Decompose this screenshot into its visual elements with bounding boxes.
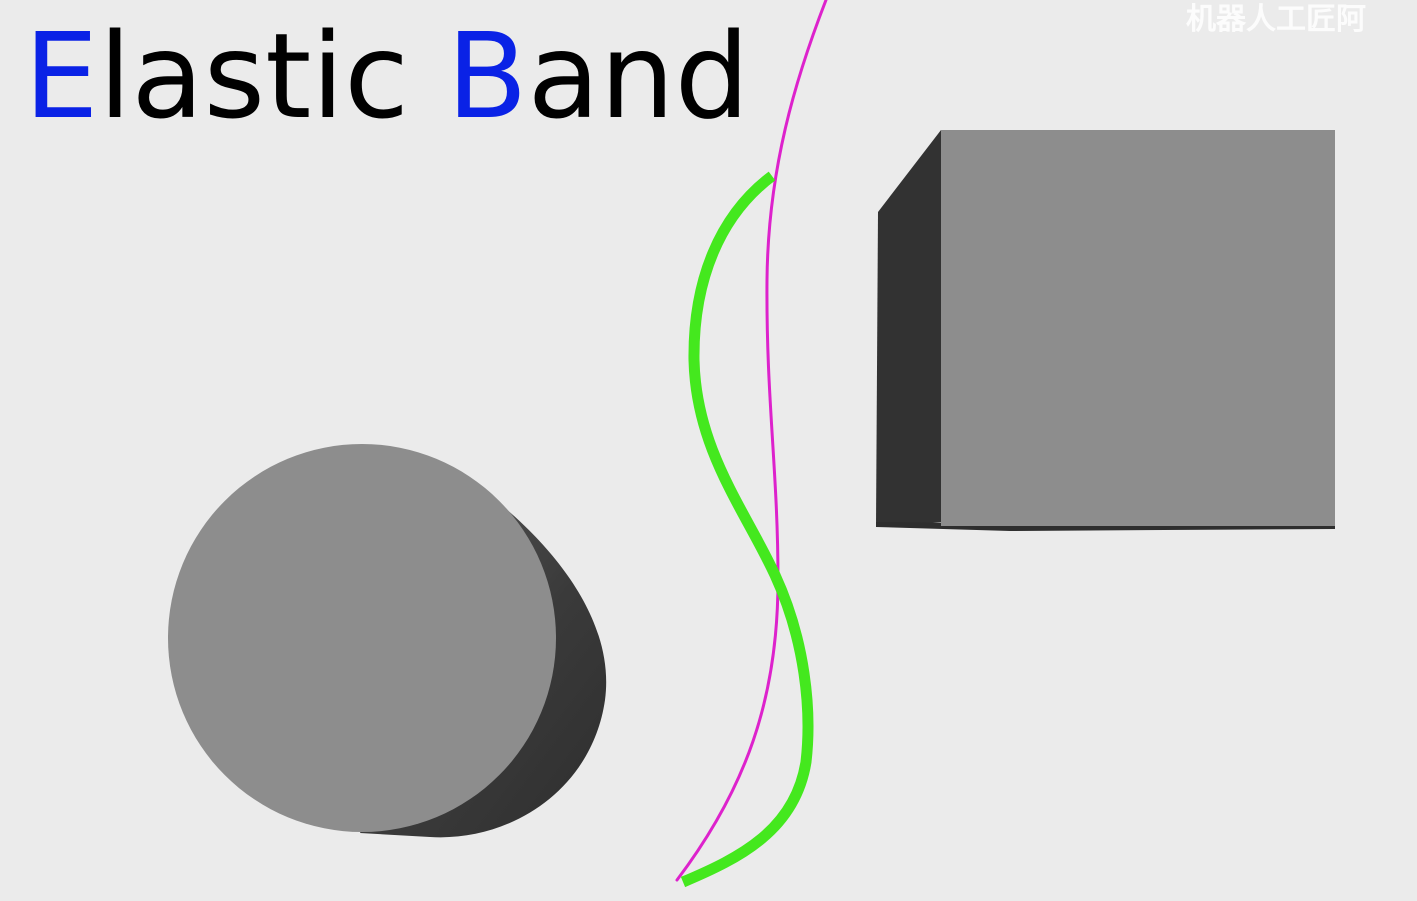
title-initial-e: E <box>24 7 99 145</box>
cylinder-obstacle <box>168 444 607 838</box>
cylinder-top-face <box>168 444 556 832</box>
original-path-line <box>675 0 828 882</box>
box-obstacle <box>876 130 1335 531</box>
box-side-shadow <box>876 130 941 526</box>
watermark-text: 机器人工匠阿 <box>1186 2 1366 37</box>
title-word-elastic-rest: lastic <box>98 7 410 145</box>
title-word-band-rest: and <box>527 7 750 145</box>
box-front-face <box>941 130 1335 526</box>
elastic-band-line <box>680 171 814 888</box>
title-initial-b: B <box>446 7 528 145</box>
diagram-title: Elastic Band <box>24 11 750 142</box>
